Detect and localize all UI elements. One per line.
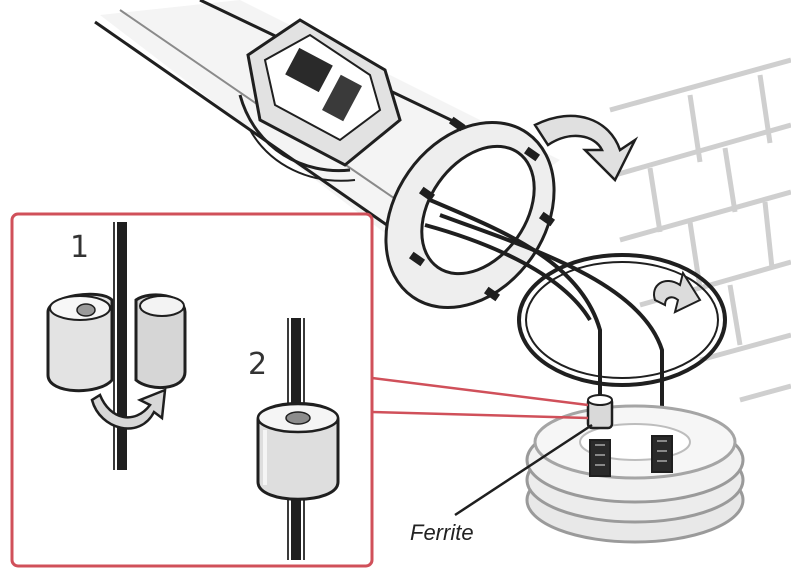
rotate-arrow-small-icon [653, 270, 702, 314]
cable-stack-icon [525, 404, 745, 544]
ferrite-pointer-line [454, 423, 593, 517]
brick-wall-icon [609, 57, 791, 403]
rotate-arrow-icon [533, 114, 639, 183]
ferrite-core-closed-icon [256, 318, 340, 560]
step-2-label: 2 [248, 347, 267, 382]
mounting-flange-icon [384, 116, 556, 310]
cable-coil-icon [517, 253, 727, 387]
cable-bundle [424, 198, 664, 440]
callout-connector-lines [371, 376, 589, 420]
ferrite-core-open-icon [46, 222, 187, 470]
ferrite-on-cable-icon [586, 394, 614, 430]
step-1-label: 1 [70, 230, 89, 265]
ferrite-label: Ferrite [410, 520, 474, 545]
connector-plug-icon [589, 435, 673, 477]
